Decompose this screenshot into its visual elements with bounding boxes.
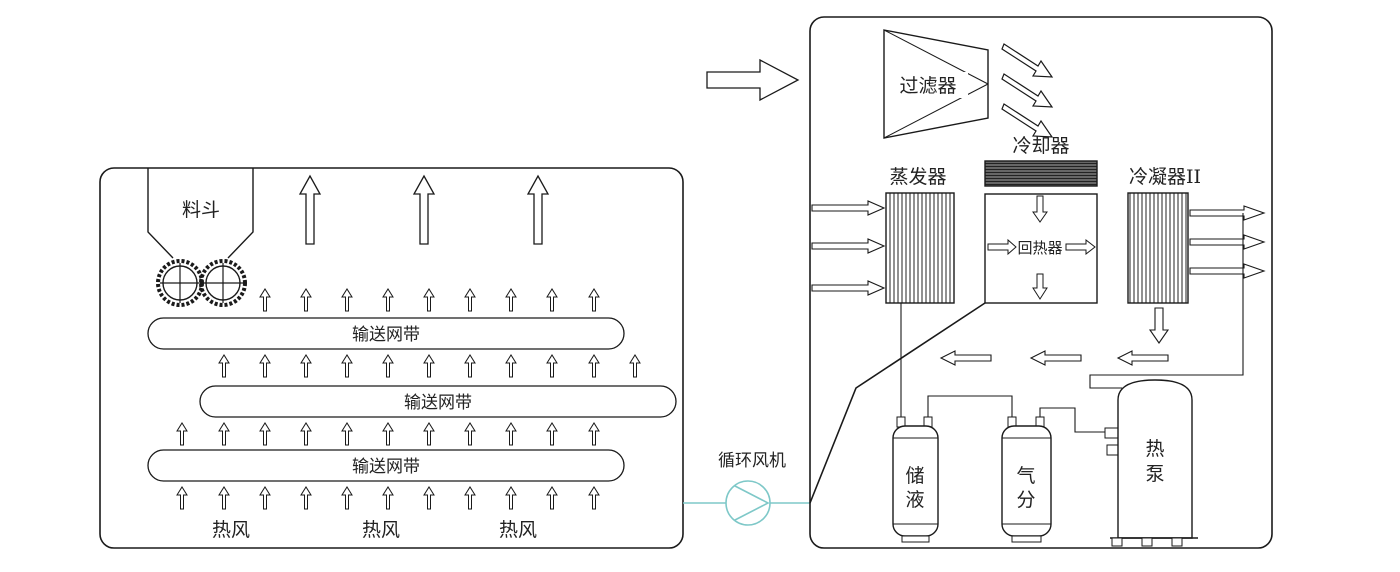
cooler: 冷却器: [984, 135, 1098, 187]
evaporator-label: 蒸发器: [889, 166, 946, 188]
circulation-fan: 循环风机: [683, 451, 810, 526]
air-arrow: [382, 422, 394, 446]
air-arrow: [341, 422, 353, 446]
conveyor-belt-2: 输送网带: [199, 385, 677, 418]
separator-label-1: 气: [1016, 465, 1035, 487]
air-duct-partition: [809, 302, 986, 504]
conveyor-belt-3: 输送网带: [147, 449, 625, 482]
air-arrow: [259, 288, 271, 312]
hopper: 料斗: [147, 168, 254, 259]
heat-pump-label-1: 热: [1145, 438, 1164, 460]
air-arrow: [423, 422, 435, 446]
filter-outlet-arrows: [1001, 43, 1054, 138]
cooler-label: 冷却器: [1012, 135, 1069, 157]
air-arrow: [382, 354, 394, 378]
air-arrow: [341, 354, 353, 378]
air-arrow: [341, 486, 353, 510]
evaporator: 蒸发器: [885, 166, 955, 304]
air-arrow: [259, 354, 271, 378]
air-flow-arrows: [176, 288, 641, 510]
air-arrow: [218, 354, 230, 378]
air-arrow: [423, 486, 435, 510]
receiver-label-1: 储: [905, 465, 924, 487]
air-arrow: [588, 288, 600, 312]
air-arrow: [546, 288, 558, 312]
air-arrow: [218, 486, 230, 510]
return-air-arrows: [939, 350, 1169, 366]
inlet-arrow: [706, 58, 800, 102]
conveyor-belt-3-label: 输送网带: [352, 457, 420, 477]
condenser-label: 冷凝器II: [1129, 166, 1201, 188]
circulation-fan-label: 循环风机: [718, 451, 786, 471]
heat-pump-compressor: 热 泵: [1104, 379, 1198, 547]
air-arrow: [546, 422, 558, 446]
air-arrow: [464, 354, 476, 378]
air-arrow: [505, 354, 517, 378]
conveyor-belt-1-label: 输送网带: [352, 325, 420, 345]
condenser-down-arrow: [1148, 307, 1170, 344]
fan-icon: [725, 480, 771, 526]
air-arrow: [300, 422, 312, 446]
air-arrow: [505, 486, 517, 510]
condenser: 冷凝器II: [1127, 166, 1201, 304]
air-arrow: [341, 288, 353, 312]
air-arrow: [588, 422, 600, 446]
air-arrow: [300, 354, 312, 378]
air-arrow: [176, 422, 188, 446]
exhaust-arrows: [298, 174, 550, 245]
air-arrow: [423, 354, 435, 378]
heat-pump-unit: 过滤器 冷却器 蒸发器 回热器: [809, 16, 1273, 549]
air-arrow: [464, 486, 476, 510]
air-arrow: [382, 486, 394, 510]
air-arrow: [259, 422, 271, 446]
evaporator-inlet-arrows: [811, 200, 886, 296]
hot-air-label-3: 热风: [499, 519, 537, 541]
air-arrow: [546, 354, 558, 378]
conveyor-belt-1: 输送网带: [147, 317, 625, 350]
separator-label-2: 分: [1016, 489, 1035, 511]
conveyor-belt-2-label: 输送网带: [404, 393, 472, 413]
hot-air-label-1: 热风: [212, 519, 250, 541]
air-arrow: [588, 486, 600, 510]
filter: 过滤器: [883, 29, 989, 139]
air-arrow: [588, 354, 600, 378]
hot-air-label-2: 热风: [362, 519, 400, 541]
air-arrow: [464, 422, 476, 446]
air-arrow: [300, 288, 312, 312]
air-arrow: [218, 422, 230, 446]
regenerator-label: 回热器: [1017, 239, 1062, 257]
liquid-receiver: 储 液: [892, 416, 939, 543]
air-arrow: [546, 486, 558, 510]
air-arrow: [300, 486, 312, 510]
drying-chamber: 料斗 输送网带 输送网带: [99, 167, 684, 549]
air-arrow: [464, 288, 476, 312]
gas-liquid-separator: 气 分: [1001, 416, 1052, 543]
regenerator: 回热器: [984, 193, 1098, 304]
feed-rollers: [156, 259, 247, 307]
condenser-outlet-arrows: [1189, 205, 1266, 279]
air-arrow: [423, 288, 435, 312]
air-arrow: [505, 422, 517, 446]
air-arrow: [505, 288, 517, 312]
air-arrow: [259, 486, 271, 510]
filter-label: 过滤器: [899, 75, 956, 97]
air-arrow: [382, 288, 394, 312]
heat-pump-label-2: 泵: [1145, 463, 1164, 485]
receiver-label-2: 液: [905, 489, 924, 511]
refrigerant-piping: [900, 213, 1244, 433]
hopper-label: 料斗: [182, 199, 220, 221]
air-arrow: [629, 354, 641, 378]
air-arrow: [176, 486, 188, 510]
